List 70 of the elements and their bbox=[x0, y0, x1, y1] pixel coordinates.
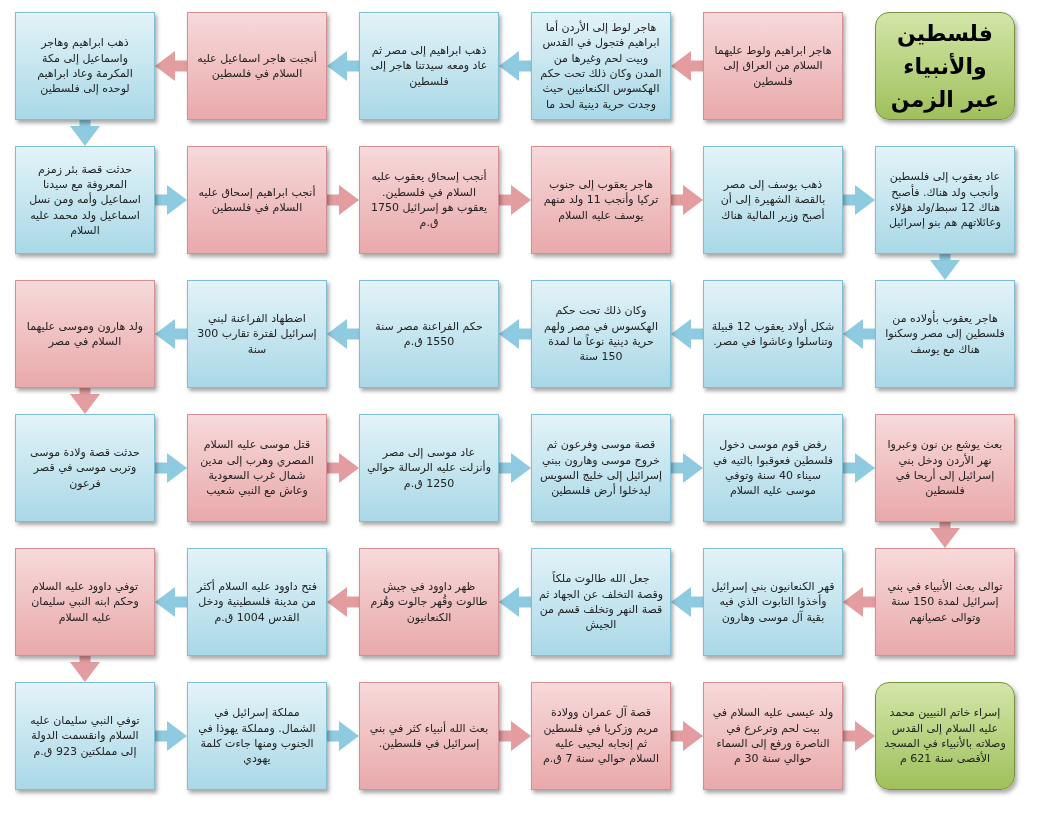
timeline-card: اضطهاد الفراعنة لبني إسرائيل لفترة تقارب 300 سنة bbox=[187, 280, 327, 388]
arrow bbox=[327, 721, 359, 751]
arrow bbox=[155, 453, 187, 483]
timeline-card: رفض قوم موسى دخول فلسطين فعوقبوا بالتيه في سيناء 40 سنة وتوفي موسى عليه السلام bbox=[703, 414, 843, 522]
arrow bbox=[671, 453, 703, 483]
timeline-card: أنجبت هاجر اسماعيل عليه السلام في فلسطين bbox=[187, 12, 327, 120]
timeline-card: مملكة إسرائيل في الشمال. ومملكة يهوذا في الجنوب ومنها جاءت كلمة يهودي bbox=[187, 682, 327, 790]
arrow bbox=[70, 388, 100, 414]
timeline-card: ظهر داوود في جيش طالوت وقُهر جالوت وهُزم الكنعانيون bbox=[359, 548, 499, 656]
arrow bbox=[671, 319, 703, 349]
arrow bbox=[843, 453, 875, 483]
arrow bbox=[327, 453, 359, 483]
arrow bbox=[843, 721, 875, 751]
timeline-card: بعث يوشع بن نون وعبروا نهر الأردن ودخل بني إسرائيل إلى أريحا في فلسطين bbox=[875, 414, 1015, 522]
arrow bbox=[843, 319, 875, 349]
timeline-card: قصة موسى وفرعون ثم خروج موسى وهارون ببني إسرائيل إلى خليج السويس ليدخلوا أرض فلسطين bbox=[531, 414, 671, 522]
arrow bbox=[499, 319, 531, 349]
arrow bbox=[671, 587, 703, 617]
arrow bbox=[499, 587, 531, 617]
timeline-card: ذهب يوسف إلى مصر بالقصة الشهيرة إلى أن أصبح وزير المالية هناك bbox=[703, 146, 843, 254]
timeline-card: توفي داوود عليه السلام وحكم ابنه النبي سليمان عليه السلام bbox=[15, 548, 155, 656]
arrow bbox=[70, 120, 100, 146]
arrow bbox=[499, 453, 531, 483]
arrow bbox=[499, 51, 531, 81]
arrow bbox=[155, 587, 187, 617]
arrow bbox=[671, 185, 703, 215]
timeline-card: هاجر لوط إلى الأردن أما ابراهيم فتجول في القدس وبيت لحم وغيرها من المدن وكان ذلك تحت حكم الهكسوس الكنعانيين حيث وجدت حرية دينية لحد ما bbox=[531, 12, 671, 120]
timeline-card: عاد يعقوب إلى فلسطين وأنجب ولد هناك. فأصبح هناك 12 سبط/ولد هؤلاء وعائلاتهم هم بنو إسرائيل bbox=[875, 146, 1015, 254]
arrow bbox=[327, 587, 359, 617]
timeline-card: قصة آل عمران وولادة مريم وزكريا في فلسطين ثم إنجابه ليحيى عليه السلام حوالي سنة 7 ق.م bbox=[531, 682, 671, 790]
timeline-card: هاجر يعقوب إلى جنوب تركيا وأنجب 11 ولد منهم يوسف عليه السلام bbox=[531, 146, 671, 254]
timeline-card: ولد عيسى عليه السلام في بيت لحم وترعرع في الناصرة ورفع إلى السماء حوالي سنة 30 م bbox=[703, 682, 843, 790]
arrow bbox=[70, 656, 100, 682]
timeline-card: فتح داوود عليه السلام أكثر من مدينة فلسطينية ودخل القدس 1004 ق.م bbox=[187, 548, 327, 656]
arrow bbox=[930, 522, 960, 548]
arrow bbox=[327, 319, 359, 349]
timeline-card: ولد هارون وموسى عليهما السلام في مصر bbox=[15, 280, 155, 388]
timeline-card: حكم الفراعنة مصر سنة 1550 ق.م bbox=[359, 280, 499, 388]
timeline-card: عاد موسى إلى مصر وأنزلت عليه الرسالة حوالي 1250 ق.م bbox=[359, 414, 499, 522]
timeline-card: هاجر ابراهيم ولوط عليهما السلام من العراق إلى فلسطين bbox=[703, 12, 843, 120]
timeline-card: بعث الله أنبياء كثر في بني إسرائيل في فلسطين. bbox=[359, 682, 499, 790]
arrow bbox=[843, 185, 875, 215]
timeline-card: قهر الكنعانيون بني إسرائيل وأخذوا التابوت الذي فيه بقية آل موسى وهارون bbox=[703, 548, 843, 656]
title-banner: فلسطين والأنبياء عبر الزمن bbox=[875, 12, 1015, 120]
timeline-card: توفي النبي سليمان عليه السلام وانقسمت الدولة إلى مملكتين 923 ق.م bbox=[15, 682, 155, 790]
timeline-card: جعل الله طالوت ملكاً وقصة التخلف عن الجهاد ثم قصة النهر وتخلف قسم من الجيش bbox=[531, 548, 671, 656]
arrow bbox=[671, 51, 703, 81]
timeline-card: شكل أولاد يعقوب 12 قبيلة وتناسلوا وعاشوا في مصر. bbox=[703, 280, 843, 388]
arrow bbox=[327, 185, 359, 215]
timeline-card: هاجر يعقوب بأولاده من فلسطين إلى مصر وسكنوا هناك مع يوسف bbox=[875, 280, 1015, 388]
arrow bbox=[155, 319, 187, 349]
timeline-card: وكان ذلك تحت حكم الهكسوس في مصر ولهم حرية دينية نوعاً ما لمدة 150 سنة bbox=[531, 280, 671, 388]
arrow bbox=[499, 721, 531, 751]
arrow bbox=[930, 254, 960, 280]
timeline-card: أنجب إسحاق يعقوب عليه السلام في فلسطين. يعقوب هو إسرائيل 1750 ق.م bbox=[359, 146, 499, 254]
timeline-card: ذهب ابراهيم إلى مصر ثم عاد ومعه سيدتنا هاجر إلى فلسطين bbox=[359, 12, 499, 120]
arrow bbox=[155, 51, 187, 81]
arrow bbox=[843, 587, 875, 617]
arrow bbox=[155, 721, 187, 751]
arrow bbox=[327, 51, 359, 81]
arrow bbox=[155, 185, 187, 215]
arrow bbox=[671, 721, 703, 751]
timeline-card: توالى بعث الأنبياء في بني إسرائيل لمدة 150 سنة وتوالى عصيانهم bbox=[875, 548, 1015, 656]
arrow bbox=[499, 185, 531, 215]
timeline-card: إسراء خاتم النبيين محمد عليه السلام إلى القدس وصلاته بالأنبياء في المسجد الأقصى سنة 621 م bbox=[875, 682, 1015, 790]
timeline-card: ذهب ابراهيم وهاجر واسماعيل إلى مكة المكرمة وعاد ابراهيم لوحده إلى فلسطين bbox=[15, 12, 155, 120]
timeline-card: أنجب ابراهيم إسحاق عليه السلام في فلسطين bbox=[187, 146, 327, 254]
timeline-card: قتل موسى عليه السلام المصري وهرب إلى مدين شمال غرب السعودية وعاش مع النبي شعيب bbox=[187, 414, 327, 522]
timeline-card: حدثت قصة ولادة موسى وتربى موسى في قصر فرعون bbox=[15, 414, 155, 522]
timeline-card: حدثت قصة بئر زمزم المعروفة مع سيدنا اسماعيل وأمه ومن نسل اسماعيل ولد محمد عليه السلام bbox=[15, 146, 155, 254]
